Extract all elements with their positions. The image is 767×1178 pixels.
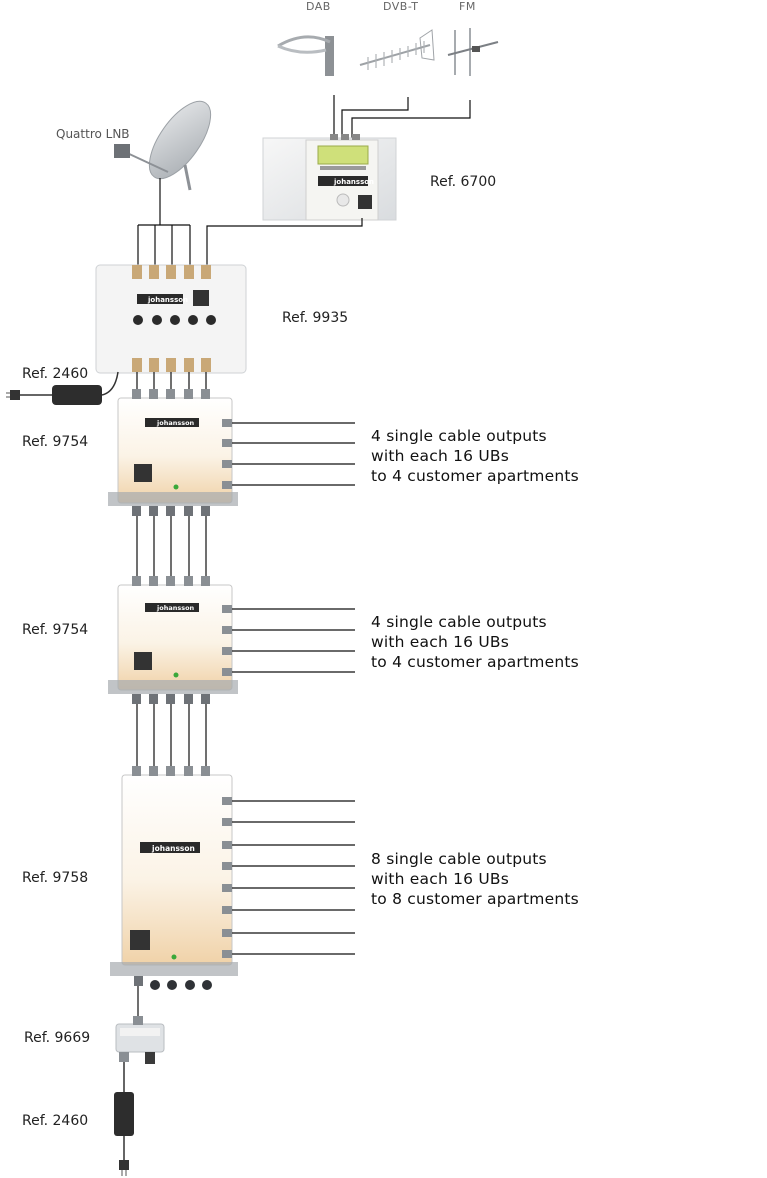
outputs-line: with each 16 UBs [371, 447, 510, 465]
multiswitch-9754-b: johansson [108, 576, 238, 704]
outputs-text-ms3: 8 single cable outputs with each 16 UBs … [371, 849, 579, 909]
outputs-text-ms2: 4 single cable outputs with each 16 UBs … [371, 612, 579, 672]
satellite-dish-icon [114, 100, 212, 191]
antenna-label-fm: FM [459, 0, 476, 13]
amplifier-brand: johansson [147, 296, 188, 304]
power-supply-bottom-icon [114, 1062, 134, 1176]
dvbt-antenna-icon [359, 29, 435, 70]
multiswitch-9754-a: johansson [108, 389, 238, 516]
fm-antenna-icon [447, 28, 499, 76]
ref-9669: Ref. 9669 [24, 1030, 91, 1046]
ref-2460-top: Ref. 2460 [22, 366, 89, 382]
ref-2460-bottom: Ref. 2460 [22, 1113, 89, 1129]
outputs-line: 4 single cable outputs [371, 427, 547, 445]
ms3-brand: johansson [151, 844, 195, 853]
outputs-line: 8 single cable outputs [371, 850, 547, 868]
ms1-output-lines [232, 422, 355, 486]
ref-9935: Ref. 9935 [282, 310, 349, 326]
ref-9758: Ref. 9758 [22, 870, 89, 886]
outputs-line: to 4 customer apartments [371, 653, 579, 671]
ms2-brand: johansson [156, 604, 195, 612]
antenna-label-dab: DAB [306, 0, 331, 13]
outputs-line: to 4 customer apartments [371, 467, 579, 485]
ref-9754-a: Ref. 9754 [22, 434, 89, 450]
outputs-line: to 8 customer apartments [371, 890, 579, 908]
multiswitch-9758: johansson [110, 766, 238, 990]
outputs-line: with each 16 UBs [371, 870, 510, 888]
ref-6700: Ref. 6700 [430, 174, 497, 190]
antenna-label-dvbt: DVB-T [383, 0, 419, 13]
amplifier-9935: johansson [95, 264, 247, 374]
lnb-icon [114, 144, 130, 158]
power-supply-top-icon [6, 371, 119, 405]
lnb-label: Quattro LNB [56, 127, 130, 141]
ms1-brand: johansson [156, 419, 195, 427]
power-injector-9669 [115, 1016, 165, 1064]
headend-6700: johansson [262, 134, 397, 221]
headend-brand: johansson [333, 178, 374, 186]
outputs-line: 4 single cable outputs [371, 613, 547, 631]
outputs-line: with each 16 UBs [371, 633, 510, 651]
ms3-output-lines [232, 800, 355, 955]
ms2-output-lines [232, 608, 355, 673]
outputs-text-ms1: 4 single cable outputs with each 16 UBs … [371, 426, 579, 486]
dab-antenna-icon [277, 35, 334, 76]
ref-9754-b: Ref. 9754 [22, 622, 89, 638]
